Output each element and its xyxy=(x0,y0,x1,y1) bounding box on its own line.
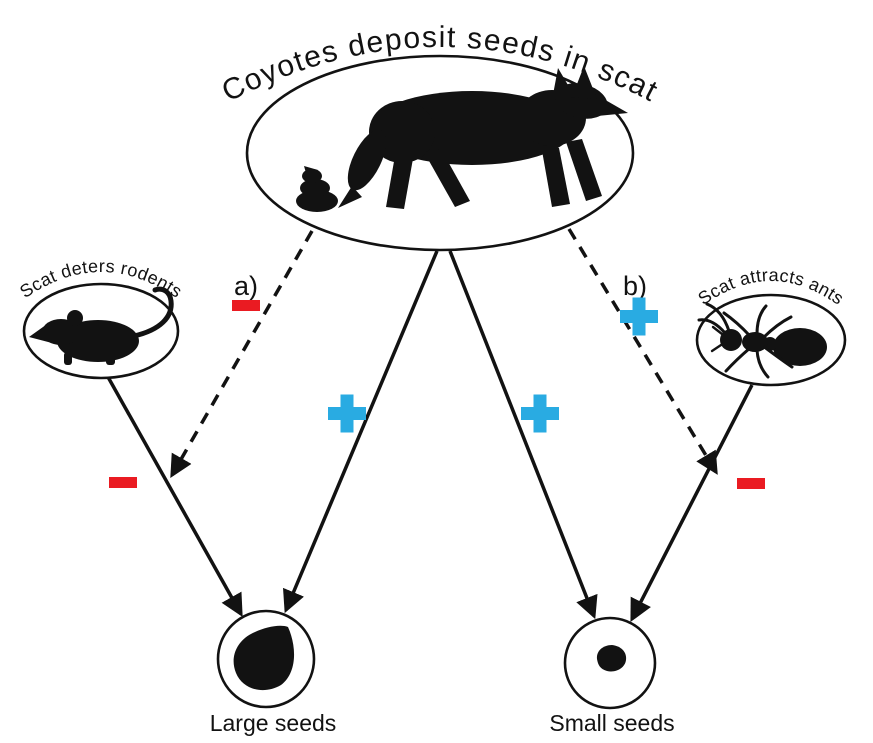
plus-icon xyxy=(521,394,559,433)
edge-coyote-large-seeds xyxy=(283,250,439,614)
minus-icon xyxy=(232,300,260,311)
edge-coyote-a-dashed xyxy=(170,230,314,478)
edge-ant-small-seeds xyxy=(630,384,754,623)
plus-icon xyxy=(328,394,366,433)
edge-coyote-b-dashed xyxy=(567,228,718,475)
ant-icon xyxy=(697,302,827,379)
large-seed-icon xyxy=(233,625,295,691)
edge-rodent-large-seeds xyxy=(106,376,243,617)
coyote-icon xyxy=(338,66,628,209)
edge-coyote-small-seeds xyxy=(448,250,598,620)
plus-icon xyxy=(620,297,658,336)
small-seed-icon xyxy=(596,645,627,672)
large-seeds-label: Large seeds xyxy=(210,710,337,736)
rodent-icon xyxy=(29,286,174,365)
minus-icon xyxy=(737,478,765,489)
path-a-label: a) xyxy=(234,271,258,301)
edges xyxy=(106,228,754,623)
minus-icon xyxy=(109,477,137,488)
scat-icon xyxy=(296,166,338,212)
path-b-label: b) xyxy=(623,271,647,301)
small-seeds-label: Small seeds xyxy=(549,710,674,736)
